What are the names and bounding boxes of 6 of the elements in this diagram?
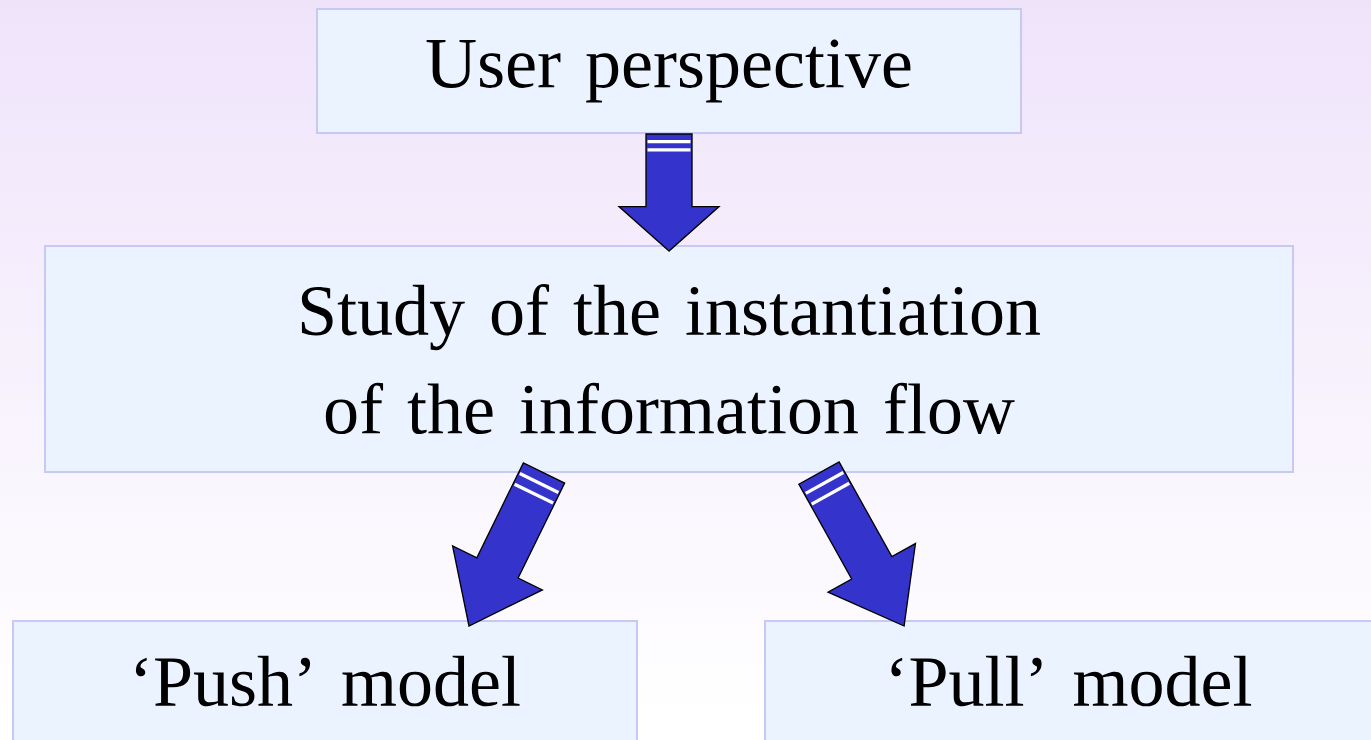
block-arrow [798, 460, 917, 627]
process-box: ‘Pull’ model [764, 620, 1371, 740]
block-arrow [451, 462, 566, 627]
process-box: Study of the instantiation of the information flow [44, 245, 1294, 473]
process-box: ‘Push’ model [12, 620, 638, 740]
process-box: User perspective [316, 8, 1022, 134]
